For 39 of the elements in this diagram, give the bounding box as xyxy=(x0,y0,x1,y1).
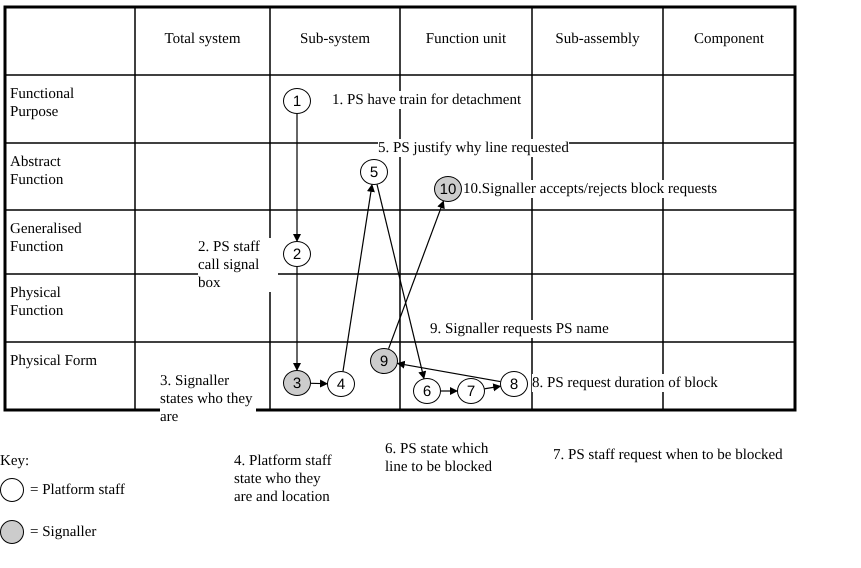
arrow xyxy=(484,383,502,392)
row-header: Generalised Function xyxy=(10,220,83,256)
arrow xyxy=(441,387,458,395)
row-header: Functional Purpose xyxy=(10,85,76,121)
step-circle: 3 xyxy=(283,370,311,396)
step-circle: 1 xyxy=(283,88,311,114)
arrow xyxy=(376,184,426,380)
arrow xyxy=(310,380,328,388)
column-header: Component xyxy=(693,30,765,48)
step-circle: 2 xyxy=(283,241,311,267)
legend-text: = Signaller xyxy=(30,523,96,541)
legend-text: = Platform staff xyxy=(30,481,125,499)
step-circle: 4 xyxy=(327,371,355,397)
arrow xyxy=(293,267,301,371)
step-description: 8. PS request duration of block xyxy=(532,374,718,392)
step-circle: 7 xyxy=(457,378,485,404)
step-description: 5. PS justify why line requested xyxy=(378,139,569,157)
step-circle: 6 xyxy=(413,378,441,404)
arrow xyxy=(342,184,375,372)
column-header: Total system xyxy=(163,30,242,48)
step-description: 7. PS staff request when to be blocked xyxy=(553,446,784,464)
column-header: Function unit xyxy=(424,30,508,48)
row-header: Abstract Function xyxy=(10,153,64,189)
arrow xyxy=(293,114,301,242)
step-description: 1. PS have train for detachment xyxy=(332,91,522,109)
column-header: Sub-assembly xyxy=(554,30,641,48)
step-circle: 9 xyxy=(370,348,398,374)
row-header: Physical Form xyxy=(10,352,98,370)
column-header: Sub-system xyxy=(298,30,371,48)
step-circle: 8 xyxy=(500,371,528,397)
step-circle: 10 xyxy=(434,176,462,202)
row-header: Physical Function xyxy=(10,284,64,320)
key-title: Key: xyxy=(0,452,30,470)
step-description: 9. Signaller requests PS name xyxy=(430,320,609,338)
arrow xyxy=(388,200,445,349)
step-description: 10.Signaller accepts/rejects block requests xyxy=(463,180,718,198)
step-description: 2. PS staff call signal box xyxy=(198,238,278,292)
arrow xyxy=(396,360,500,382)
step-circle: 5 xyxy=(360,159,388,185)
